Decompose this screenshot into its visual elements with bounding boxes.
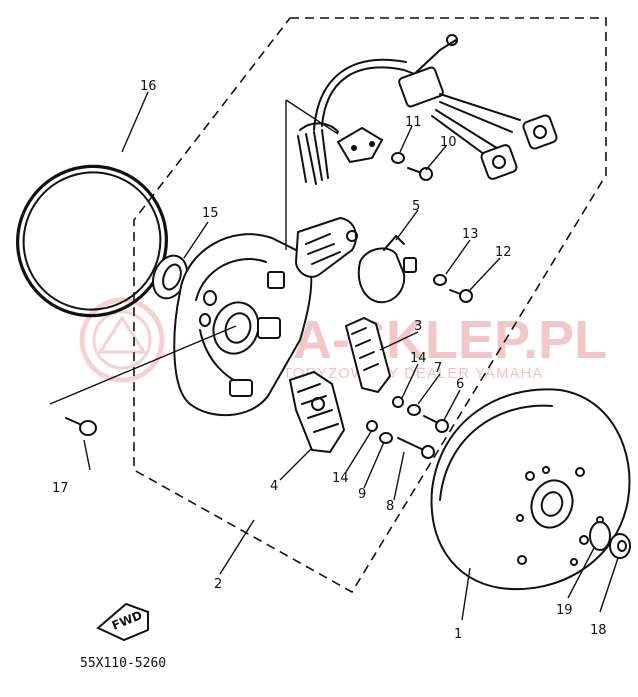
part-screw-6 — [407, 404, 449, 433]
callout-18: 18 — [590, 623, 607, 638]
callout-3: 3 — [414, 319, 422, 334]
callout-12: 12 — [495, 245, 512, 260]
callout-10: 10 — [440, 135, 457, 150]
watermark-subtext: AUTORYZOWANY DEALER YAMAHA — [260, 365, 543, 382]
callout-16: 17 — [52, 481, 69, 496]
callout-9: 9 — [358, 487, 366, 502]
callout-14-upper: 14 — [410, 351, 427, 366]
callouts: 16 15 11 10 5 13 12 3 14 7 6 4 14 9 8 17… — [52, 79, 607, 642]
part-wire-clamp — [336, 126, 384, 164]
callout-13: 13 — [462, 227, 479, 242]
callout-5: 5 — [412, 199, 420, 214]
callout-11: 11 — [405, 115, 422, 130]
callout-2: 2 — [214, 577, 222, 592]
part-screw-8 — [366, 396, 435, 459]
callout-1: 1 — [454, 627, 462, 642]
part-rotor — [430, 388, 631, 591]
callout-4: 4 — [270, 479, 278, 494]
callout-15: 15 — [202, 206, 219, 221]
part-o-ring — [16, 164, 168, 318]
part-stator-base — [173, 216, 358, 417]
leader-lines — [49, 91, 619, 621]
part-screw-12 — [433, 274, 473, 303]
callout-14-lower: 14 — [332, 471, 349, 486]
part-lighting-coil — [344, 316, 392, 394]
part-source-coil — [288, 370, 346, 454]
fwd-arrow: FWD — [96, 602, 149, 642]
part-oil-seal — [152, 254, 188, 300]
callout-7: 7 — [434, 361, 442, 376]
part-screw-10 — [391, 152, 433, 181]
assembly-boundary — [133, 17, 607, 594]
callout-8: 8 — [386, 499, 394, 514]
part-screw-16 — [65, 417, 97, 436]
watermark-logo-icon — [79, 297, 165, 383]
callout-6: 6 — [456, 377, 464, 392]
part-wire-harness — [297, 34, 558, 185]
callout-19: 19 — [556, 603, 573, 618]
watermark: YAMA-SKLEP.PL AUTORYZOWANY DEALER YAMAHA — [79, 297, 607, 383]
diagram-code: 55X110-5260 — [80, 656, 166, 671]
callout-17: 16 — [140, 79, 157, 94]
part-washer-nut — [589, 521, 631, 559]
part-pickup-coil — [357, 235, 417, 304]
